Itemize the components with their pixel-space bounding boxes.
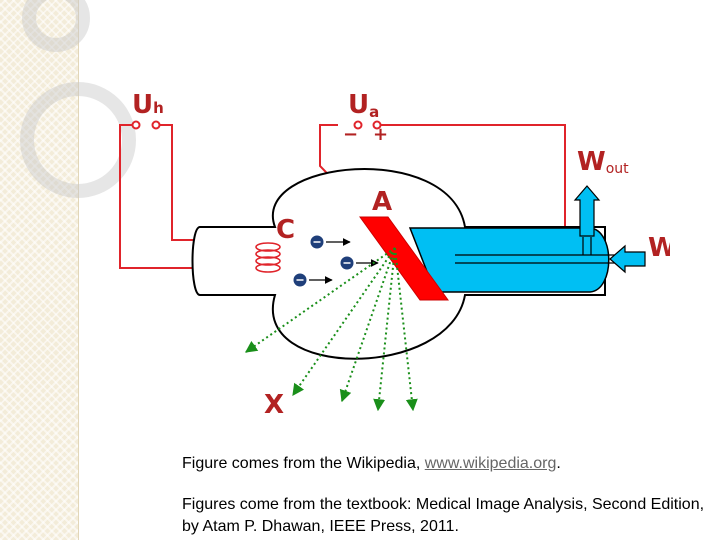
coolant-flow-lines bbox=[455, 237, 635, 264]
caption-textbook: Figures come from the textbook: Medical … bbox=[182, 496, 705, 535]
label-win: Win bbox=[648, 233, 670, 265]
xray-tube-diagram: Uh Ua − + Wout Win C A X bbox=[119, 90, 670, 420]
caption-source-period: . bbox=[556, 455, 561, 472]
label-plus: + bbox=[373, 124, 388, 145]
coolant-channel bbox=[408, 227, 610, 293]
label-wout: Wout bbox=[577, 147, 629, 177]
label-xray: X bbox=[264, 390, 284, 420]
wikipedia-link[interactable]: www.wikipedia.org bbox=[424, 455, 557, 472]
water-in-arrow bbox=[609, 244, 646, 274]
label-uh: Uh bbox=[132, 90, 164, 120]
caption-source-text: Figure comes from the Wikipedia, bbox=[182, 455, 425, 472]
xray-beams bbox=[245, 247, 418, 412]
decorative-ring bbox=[22, 0, 90, 52]
electrons bbox=[293, 235, 354, 287]
decorative-sidebar bbox=[0, 0, 136, 540]
filament-coil bbox=[255, 242, 281, 273]
terminals bbox=[131, 120, 382, 130]
label-cathode: C bbox=[276, 215, 295, 245]
label-ua: Ua bbox=[348, 90, 379, 121]
caption-source: Figure comes from the Wikipedia, www.wik… bbox=[182, 453, 561, 475]
label-minus: − bbox=[343, 124, 358, 145]
water-out-arrow bbox=[573, 185, 601, 237]
label-anode: A bbox=[372, 187, 392, 217]
anode-target bbox=[359, 216, 449, 301]
